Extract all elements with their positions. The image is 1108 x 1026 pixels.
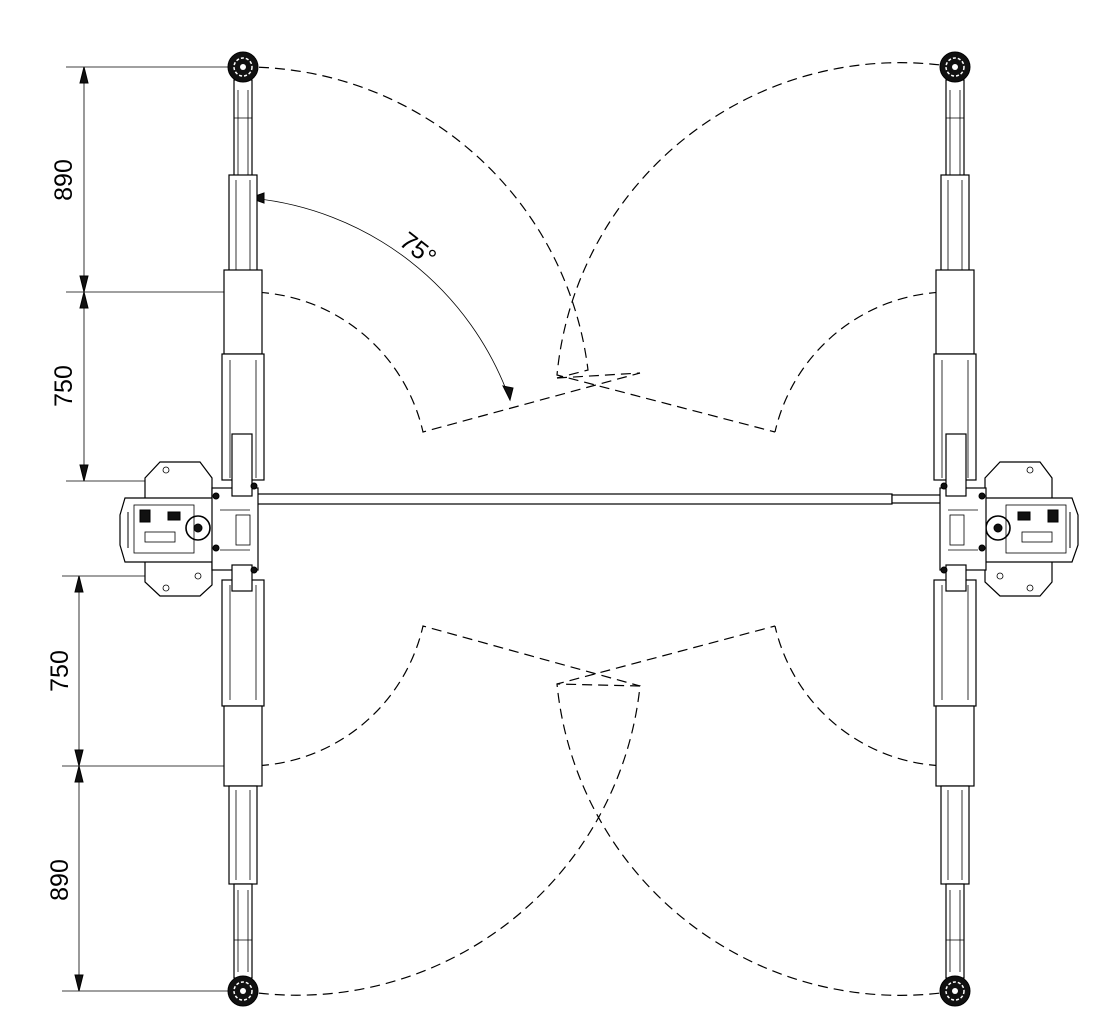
right-column — [939, 433, 1079, 597]
right-upper-arm — [933, 79, 977, 481]
angle-indicator — [248, 192, 514, 402]
lifting-pad-bottom-right — [939, 975, 971, 1007]
right-lower-arm — [933, 579, 977, 979]
angle-label: 75° — [394, 227, 441, 272]
left-column — [119, 433, 259, 597]
dimension-upper-inner: 750 — [50, 365, 78, 407]
lifting-pad-bottom-left — [227, 975, 259, 1007]
swing-arcs — [242, 62, 956, 996]
dimension-lower-outer: 890 — [46, 859, 74, 901]
dimension-lower-inner: 750 — [46, 650, 74, 692]
left-lower-arm — [221, 579, 265, 979]
lifting-pad-top-left — [227, 51, 259, 83]
dimension-lines — [62, 66, 238, 992]
cross-bar — [231, 493, 949, 505]
left-upper-arm — [221, 79, 265, 481]
dimension-upper-outer: 890 — [50, 159, 78, 201]
lifting-pad-top-right — [939, 51, 971, 83]
